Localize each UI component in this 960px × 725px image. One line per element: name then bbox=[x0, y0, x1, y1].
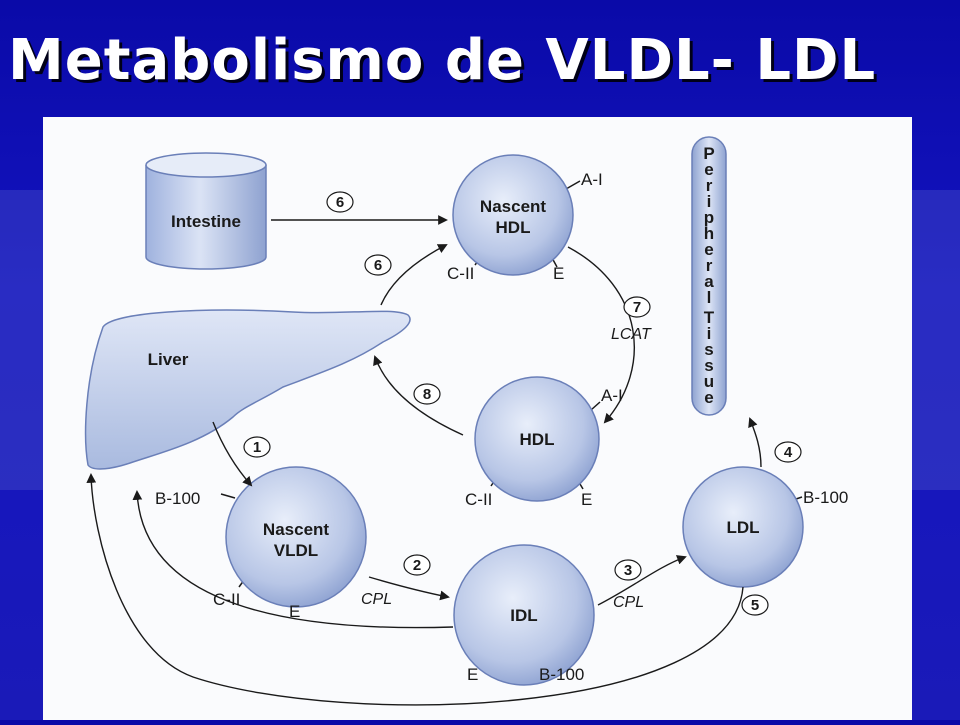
step-number: 7 bbox=[633, 299, 641, 316]
apo-label: A-I bbox=[601, 386, 623, 405]
step-badge: 1 bbox=[243, 436, 271, 458]
apo-label: B-100 bbox=[155, 489, 200, 508]
step-badge: 6 bbox=[326, 191, 354, 213]
diagram-panel: Intestine Liver P e r i p h e r a l T i … bbox=[43, 117, 912, 720]
nascent-hdl-particle: Nascent HDL A-I C-II E bbox=[447, 154, 603, 283]
step-number: 6 bbox=[374, 257, 382, 274]
hdl-label: HDL bbox=[520, 430, 555, 449]
apo-label: B-100 bbox=[803, 488, 848, 507]
step-badge: 8 bbox=[413, 383, 441, 405]
idl-particle: IDL E B-100 bbox=[453, 544, 595, 686]
step-number: 3 bbox=[624, 562, 632, 579]
apo-label: C-II bbox=[447, 264, 474, 283]
step-number: 1 bbox=[253, 439, 261, 456]
step-badge: 2 bbox=[403, 554, 431, 576]
peripheral-letter: r bbox=[706, 176, 713, 195]
peripheral-letter: e bbox=[704, 388, 713, 407]
step-badge: 5 bbox=[741, 594, 769, 616]
ldl-label: LDL bbox=[726, 518, 759, 537]
step-badge: 4 bbox=[774, 441, 802, 463]
peripheral-letter: P bbox=[703, 144, 714, 163]
peripheral-letter: e bbox=[704, 240, 713, 259]
apo-label: B-100 bbox=[539, 665, 584, 684]
apo-label: C-II bbox=[465, 490, 492, 509]
nascent-vldl-label-2: VLDL bbox=[274, 541, 318, 560]
peripheral-letter: T bbox=[704, 308, 715, 327]
peripheral-letter: r bbox=[706, 256, 713, 275]
peripheral-letter: u bbox=[704, 372, 714, 391]
apo-label: A-I bbox=[581, 170, 603, 189]
step-number: 5 bbox=[751, 597, 759, 614]
peripheral-tissues-organ: P e r i p h e r a l T i s s u e bbox=[691, 136, 727, 416]
liver-organ: Liver bbox=[84, 309, 411, 470]
step-number: 2 bbox=[413, 557, 421, 574]
step-number: 4 bbox=[784, 444, 793, 461]
apo-label: C-II bbox=[213, 590, 240, 609]
peripheral-letter: i bbox=[707, 192, 712, 211]
peripheral-letter: s bbox=[704, 356, 713, 375]
intestine-label: Intestine bbox=[171, 212, 241, 231]
page-title: Metabolismo de VLDL- LDL bbox=[8, 28, 877, 93]
idl-label: IDL bbox=[510, 606, 537, 625]
peripheral-letter: i bbox=[707, 324, 712, 343]
ldl-particle: LDL B-100 bbox=[682, 466, 848, 588]
apo-label: E bbox=[467, 665, 478, 684]
nascent-hdl-label-1: Nascent bbox=[480, 197, 546, 216]
apo-label: E bbox=[289, 602, 300, 621]
step-badge: 3 bbox=[614, 559, 642, 581]
peripheral-letter: e bbox=[704, 160, 713, 179]
cpl-enzyme-label: CPL bbox=[613, 594, 644, 611]
lcat-enzyme-label: LCAT bbox=[611, 326, 652, 343]
hdl-particle: HDL A-I C-II E bbox=[465, 376, 623, 509]
cpl-enzyme-label: CPL bbox=[361, 591, 392, 608]
nascent-vldl-label-1: Nascent bbox=[263, 520, 329, 539]
apo-label: E bbox=[581, 490, 592, 509]
nascent-vldl-particle: Nascent VLDL B-100 C-II E bbox=[155, 466, 367, 621]
apo-label: E bbox=[553, 264, 564, 283]
peripheral-letter: p bbox=[704, 208, 714, 227]
peripheral-letter: a bbox=[704, 272, 714, 291]
peripheral-letter: s bbox=[704, 340, 713, 359]
peripheral-letter: l bbox=[707, 288, 712, 307]
intestine-organ: Intestine bbox=[145, 152, 267, 270]
step-number: 8 bbox=[423, 386, 431, 403]
step-badge: 7 bbox=[623, 296, 651, 318]
peripheral-letter: h bbox=[704, 224, 714, 243]
step-badge: 6 bbox=[364, 254, 392, 276]
liver-label: Liver bbox=[148, 350, 189, 369]
step-number: 6 bbox=[336, 194, 344, 211]
diagram-svg: Intestine Liver P e r i p h e r a l T i … bbox=[84, 136, 848, 706]
nascent-hdl-label-2: HDL bbox=[496, 218, 531, 237]
pathway-arrows bbox=[86, 215, 762, 706]
